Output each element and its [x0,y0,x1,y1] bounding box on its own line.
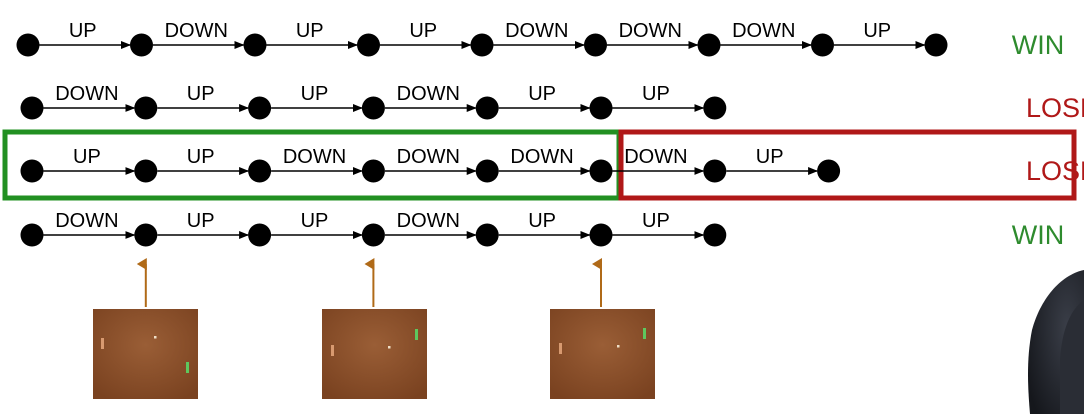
action-label: UP [642,83,670,105]
action-label: DOWN [397,83,460,105]
ball [154,336,157,339]
state-node [248,223,272,247]
action-label: UP [863,20,891,42]
action-label: UP [296,20,324,42]
outcome-label: WIN [1012,30,1064,60]
state-node [817,159,841,183]
state-node [924,33,948,57]
state-node [357,33,380,57]
action-label: DOWN [283,146,346,168]
bad-actions-box [618,129,1077,201]
pong-screen [93,309,198,399]
action-label: DOWN [397,146,460,168]
pong-screen [550,309,655,399]
action-label: DOWN [55,83,118,105]
right-paddle [186,362,189,373]
action-label: UP [187,83,215,105]
action-label: UP [642,210,670,232]
state-node [703,96,727,120]
game-frame [93,258,198,399]
action-label: UP [301,210,329,232]
outcome-label: WIN [1012,220,1064,250]
ball [388,346,391,349]
action-label: DOWN [55,210,118,232]
left-paddle [559,343,562,354]
state-node [697,33,721,57]
state-node [475,159,499,183]
trajectory-row: UP UP DOWN DOWN DOWN DOWN UP LOSE [20,146,1084,186]
state-node [361,159,385,183]
presenter-shirt-edge [1060,300,1084,414]
state-node [703,223,727,247]
state-node [589,96,613,120]
action-label: UP [756,146,784,168]
outcome-label: LOSE [1026,156,1084,186]
action-label: UP [69,20,97,42]
trajectory-row: UP DOWN UP UP DOWN DOWN DOWN UP WIN [16,20,1064,60]
action-label: DOWN [510,146,573,168]
action-label: DOWN [397,210,460,232]
state-node [361,223,385,247]
state-node [475,223,499,247]
state-node [475,96,499,120]
game-frame [550,258,655,399]
action-label: UP [528,83,556,105]
state-node [243,33,267,57]
state-node [811,33,834,57]
state-node [130,33,153,57]
action-label: UP [409,20,437,42]
right-paddle [415,329,418,340]
action-label: DOWN [505,20,568,42]
state-node [248,159,272,183]
state-node [20,159,44,183]
right-paddle [643,328,646,339]
outcome-label: LOSE [1026,93,1084,123]
state-node [20,223,44,247]
action-label: UP [73,146,101,168]
action-label: UP [301,83,329,105]
action-label: DOWN [619,20,682,42]
state-node [584,33,607,57]
state-node [16,33,40,57]
state-node [589,159,613,183]
action-label: DOWN [165,20,228,42]
state-node [134,159,158,183]
action-label: UP [187,210,215,232]
action-label: DOWN [732,20,795,42]
left-paddle [101,338,104,349]
state-node [20,96,44,120]
state-node [134,223,158,247]
state-node [703,159,727,183]
state-node [248,96,272,120]
action-label: UP [187,146,215,168]
action-label: UP [528,210,556,232]
state-node [134,96,158,120]
state-node [361,96,385,120]
trajectory-row: DOWN UP UP DOWN UP UP LOSE [20,83,1084,123]
game-frame [322,258,427,399]
trajectory-row: DOWN UP UP DOWN UP UP WIN [20,210,1064,250]
state-node [470,33,494,57]
pong-screen [322,309,427,399]
left-paddle [331,345,334,356]
state-node [589,223,613,247]
action-label: DOWN [624,146,687,168]
ball [617,345,620,348]
